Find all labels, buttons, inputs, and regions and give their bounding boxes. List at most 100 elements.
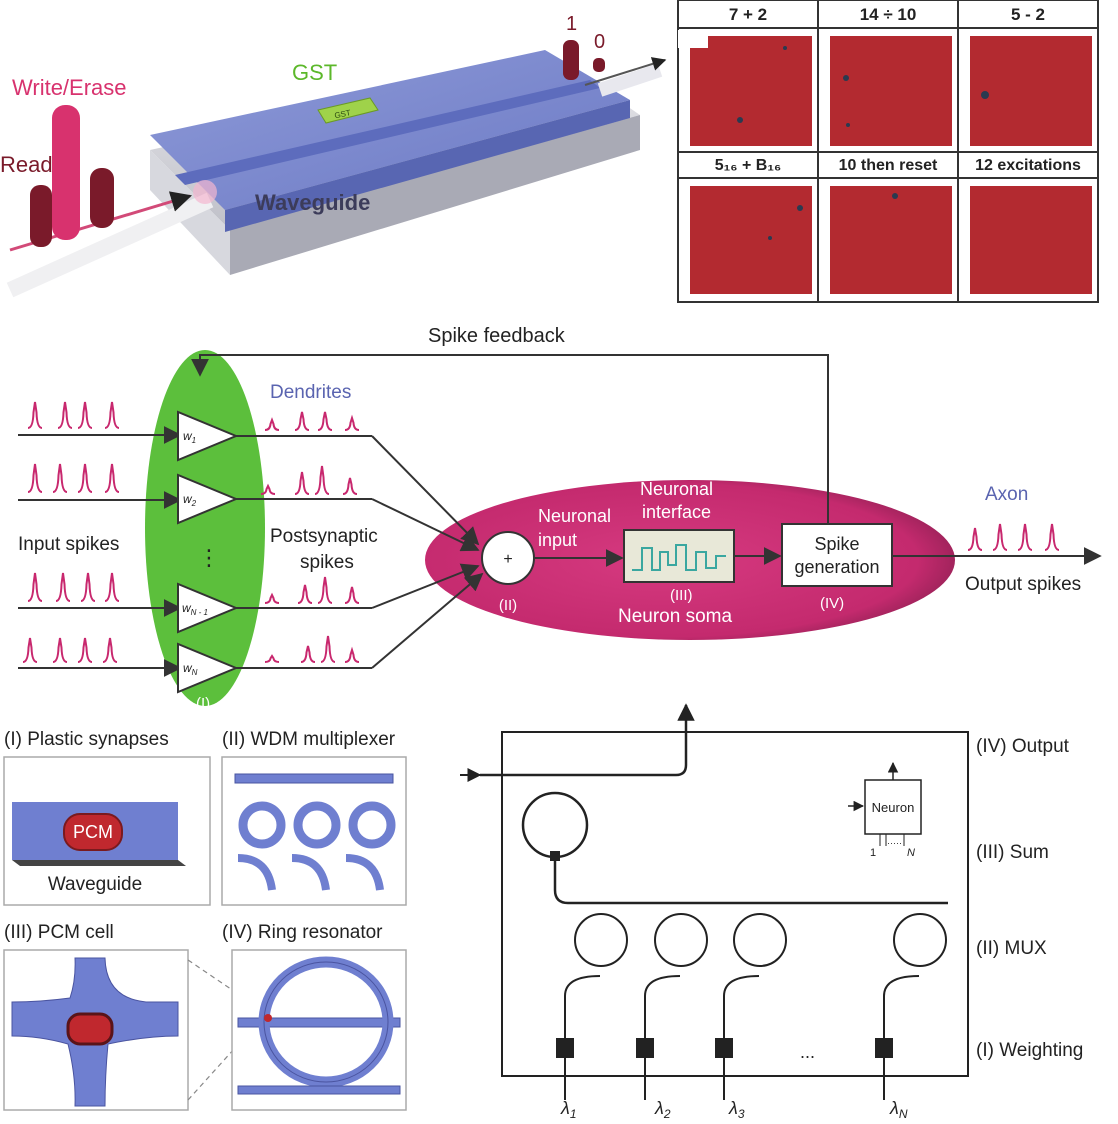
weight-wn1: wN - 1 [182,601,208,617]
grid-image-5 [830,186,952,294]
output-zero-label: 0 [594,31,605,53]
neuronal-interface-label-2: interface [642,502,711,522]
postsynaptic-spike [264,417,280,431]
input-spike [104,463,120,493]
weight-triangle-n [177,642,239,694]
neuron-soma-label: Neuron soma [618,606,732,627]
sum-stage-label: (II) [499,597,517,614]
read-pulse-2 [90,168,114,228]
input-spike [22,637,38,663]
read-pulse-1 [30,185,52,247]
components-panel: (I) Plastic synapses (II) WDM multiplexe… [3,729,407,1111]
lambda-n: λN [889,1098,908,1121]
output-spike [967,527,983,551]
grid-label-3: 5 - 2 [1011,5,1045,24]
postsynaptic-spike [344,414,360,431]
output-spike [1044,523,1060,551]
output-pulse-0 [593,58,605,72]
weight-w2: w2 [183,492,197,508]
grid-image-2 [830,36,952,146]
wdm-mux-title: (II) WDM multiplexer [222,729,396,750]
write-erase-label: Write/Erase [12,75,127,100]
weights-vdots: ⋮ [198,545,220,570]
grid-label-4: 5₁₆ + B₁₆ [715,157,781,174]
input-spike [57,401,73,429]
axon-label: Axon [985,484,1028,505]
postsynaptic-spike [344,646,360,663]
postsynaptic-spike [264,592,280,604]
weight-w1: w1 [183,429,196,445]
grid-label-5: 10 then reset [839,157,938,174]
grid-image-3 [970,36,1092,146]
calculation-grid: 7 + 2 14 ÷ 10 5 - 2 5₁₆ + B₁₆ 10 then re… [677,0,1099,303]
input-spike [102,637,118,663]
neuronal-input-label-2: input [538,530,577,550]
neuron-input-n: N [907,847,915,859]
grid-label-1: 7 + 2 [729,5,767,24]
lambda-2: λ2 [654,1098,671,1121]
input-spike [55,572,71,602]
synapse-stage-label: (I) [196,695,210,712]
weight-triangle-n1 [177,582,239,634]
panel-waveguide-label: Waveguide [48,874,142,895]
input-spike [104,572,120,602]
grid-label-2: 14 ÷ 10 [860,5,917,24]
postsynaptic-spike [317,576,333,604]
device-illustration: GST Write/Erase Read GST Waveguide 1 0 [0,13,667,298]
postsynaptic-spike [300,645,316,663]
neuron-symbol-label: Neuron [872,800,915,815]
mux-stage-label: (II) MUX [976,938,1047,959]
plastic-synapses-title: (I) Plastic synapses [4,729,169,750]
input-spike [52,463,68,493]
interface-waveform [632,544,726,571]
output-path [480,703,695,777]
postsynaptic-spike [294,471,310,495]
summation-plus: + [503,551,512,568]
postsynaptic-spike [314,465,330,495]
grid-image-6 [970,186,1092,294]
neuron-symbol-box [864,779,922,835]
pcm-cell-title: (III) PCM cell [4,922,114,943]
read-label: Read [0,152,53,177]
grid-image-4 [690,186,812,294]
spike-generation-box [781,523,893,587]
waveguide-ridge [175,80,600,185]
postsynaptic-label-2: spikes [300,552,354,573]
input-spike [77,637,93,663]
waveguide-device-label: Waveguide [255,190,370,215]
spike-generation-label-1: Spike [814,534,859,554]
input-spikes-label: Input spikes [18,534,119,555]
gst-label: GST [292,60,337,85]
output-spike [1017,523,1033,551]
postsynaptic-spike [317,411,333,431]
postsynaptic-spike [344,586,360,604]
lambda-3: λ3 [728,1098,745,1121]
sum-stage-label-circuit: (III) Sum [976,842,1049,863]
neuron-diagram: Spike feedback w1 w2 wN - 1 wN ⋮ (I) + (… [18,325,1102,712]
pcm-label: PCM [73,822,113,842]
postsynaptic-spike [294,411,310,431]
neuron-input-dots: ····· [887,838,902,848]
spike-generation-label-2: generation [794,557,879,577]
weight-triangle-2 [177,473,239,525]
output-beam [584,57,667,86]
postsynaptic-spike [320,635,336,663]
grid-label-6: 12 excitations [975,157,1081,174]
interface-stage-label: (III) [670,587,693,604]
circuit-diagram: ... λ1 λ2 λ3 λN Neuron 1 ····· N (IV) Ou… [460,703,1083,1121]
spike-feedback-line [191,354,829,525]
output-beam-light [597,63,663,97]
postsynaptic-spike [264,654,280,663]
chip-side [225,100,630,232]
weight-wn: wN [183,661,198,677]
output-spike [992,523,1008,551]
neuron-input-one: 1 [870,847,876,859]
spike-stage-label: (IV) [820,595,844,612]
write-pulse [52,105,80,240]
output-pulse-1 [563,40,579,80]
postsynaptic-spike [342,477,358,495]
ring-resonator-title: (IV) Ring resonator [222,922,383,943]
spike-feedback-label: Spike feedback [428,325,566,347]
weight-triangle-1 [177,410,239,462]
